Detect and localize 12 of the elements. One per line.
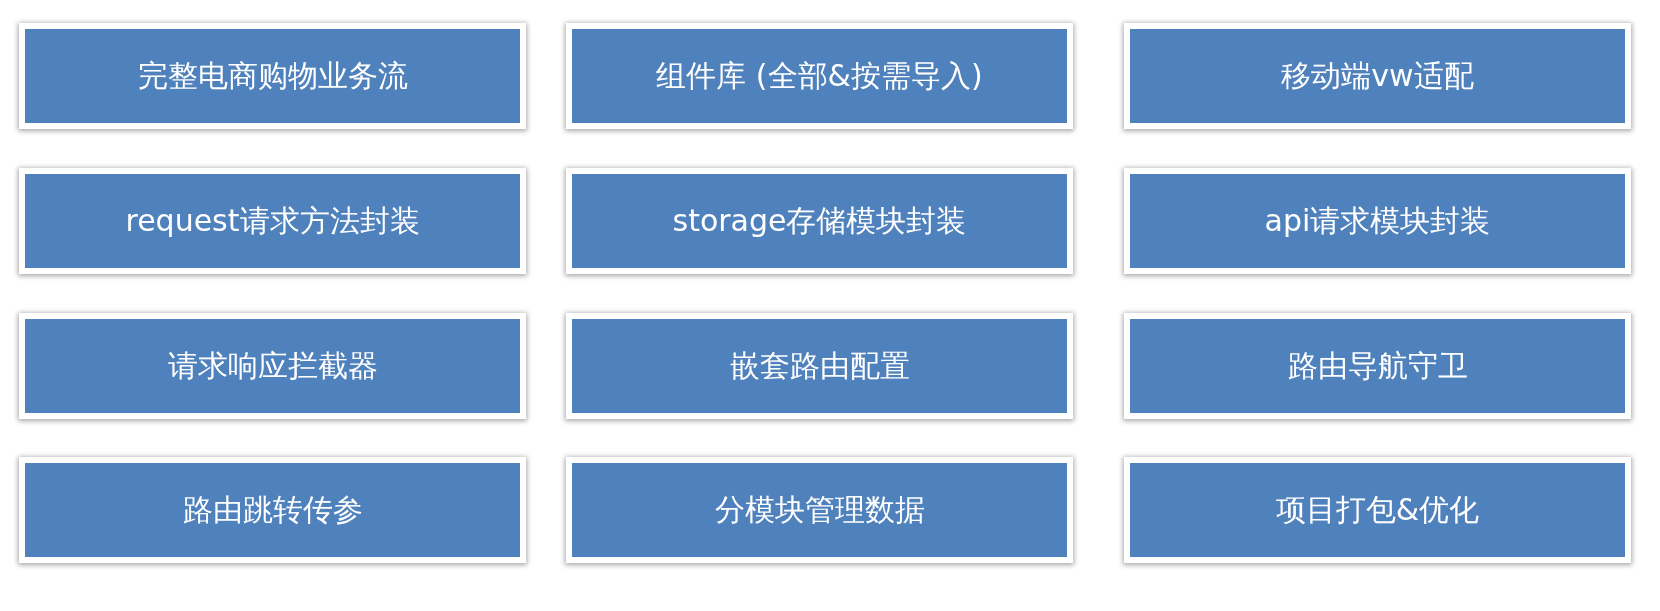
topic-label: 嵌套路由配置: [729, 346, 910, 385]
topic-label: 路由导航守卫: [1287, 346, 1468, 385]
topic-label: 分模块管理数据: [714, 490, 925, 529]
topic-label: 请求响应拦截器: [167, 346, 378, 385]
topic-label: 路由跳转传参: [182, 490, 363, 529]
topic-label: 完整电商购物业务流: [137, 56, 408, 95]
topic-label: storage存储模块封装: [672, 201, 967, 240]
topic-label: api请求模块封装: [1264, 201, 1491, 240]
topic-label: 移动端vw适配: [1281, 56, 1474, 95]
topic-label: 组件库 (全部&按需导入): [656, 56, 983, 95]
topic-label: request请求方法封装: [125, 201, 420, 240]
topic-label: 项目打包&优化: [1275, 490, 1480, 529]
